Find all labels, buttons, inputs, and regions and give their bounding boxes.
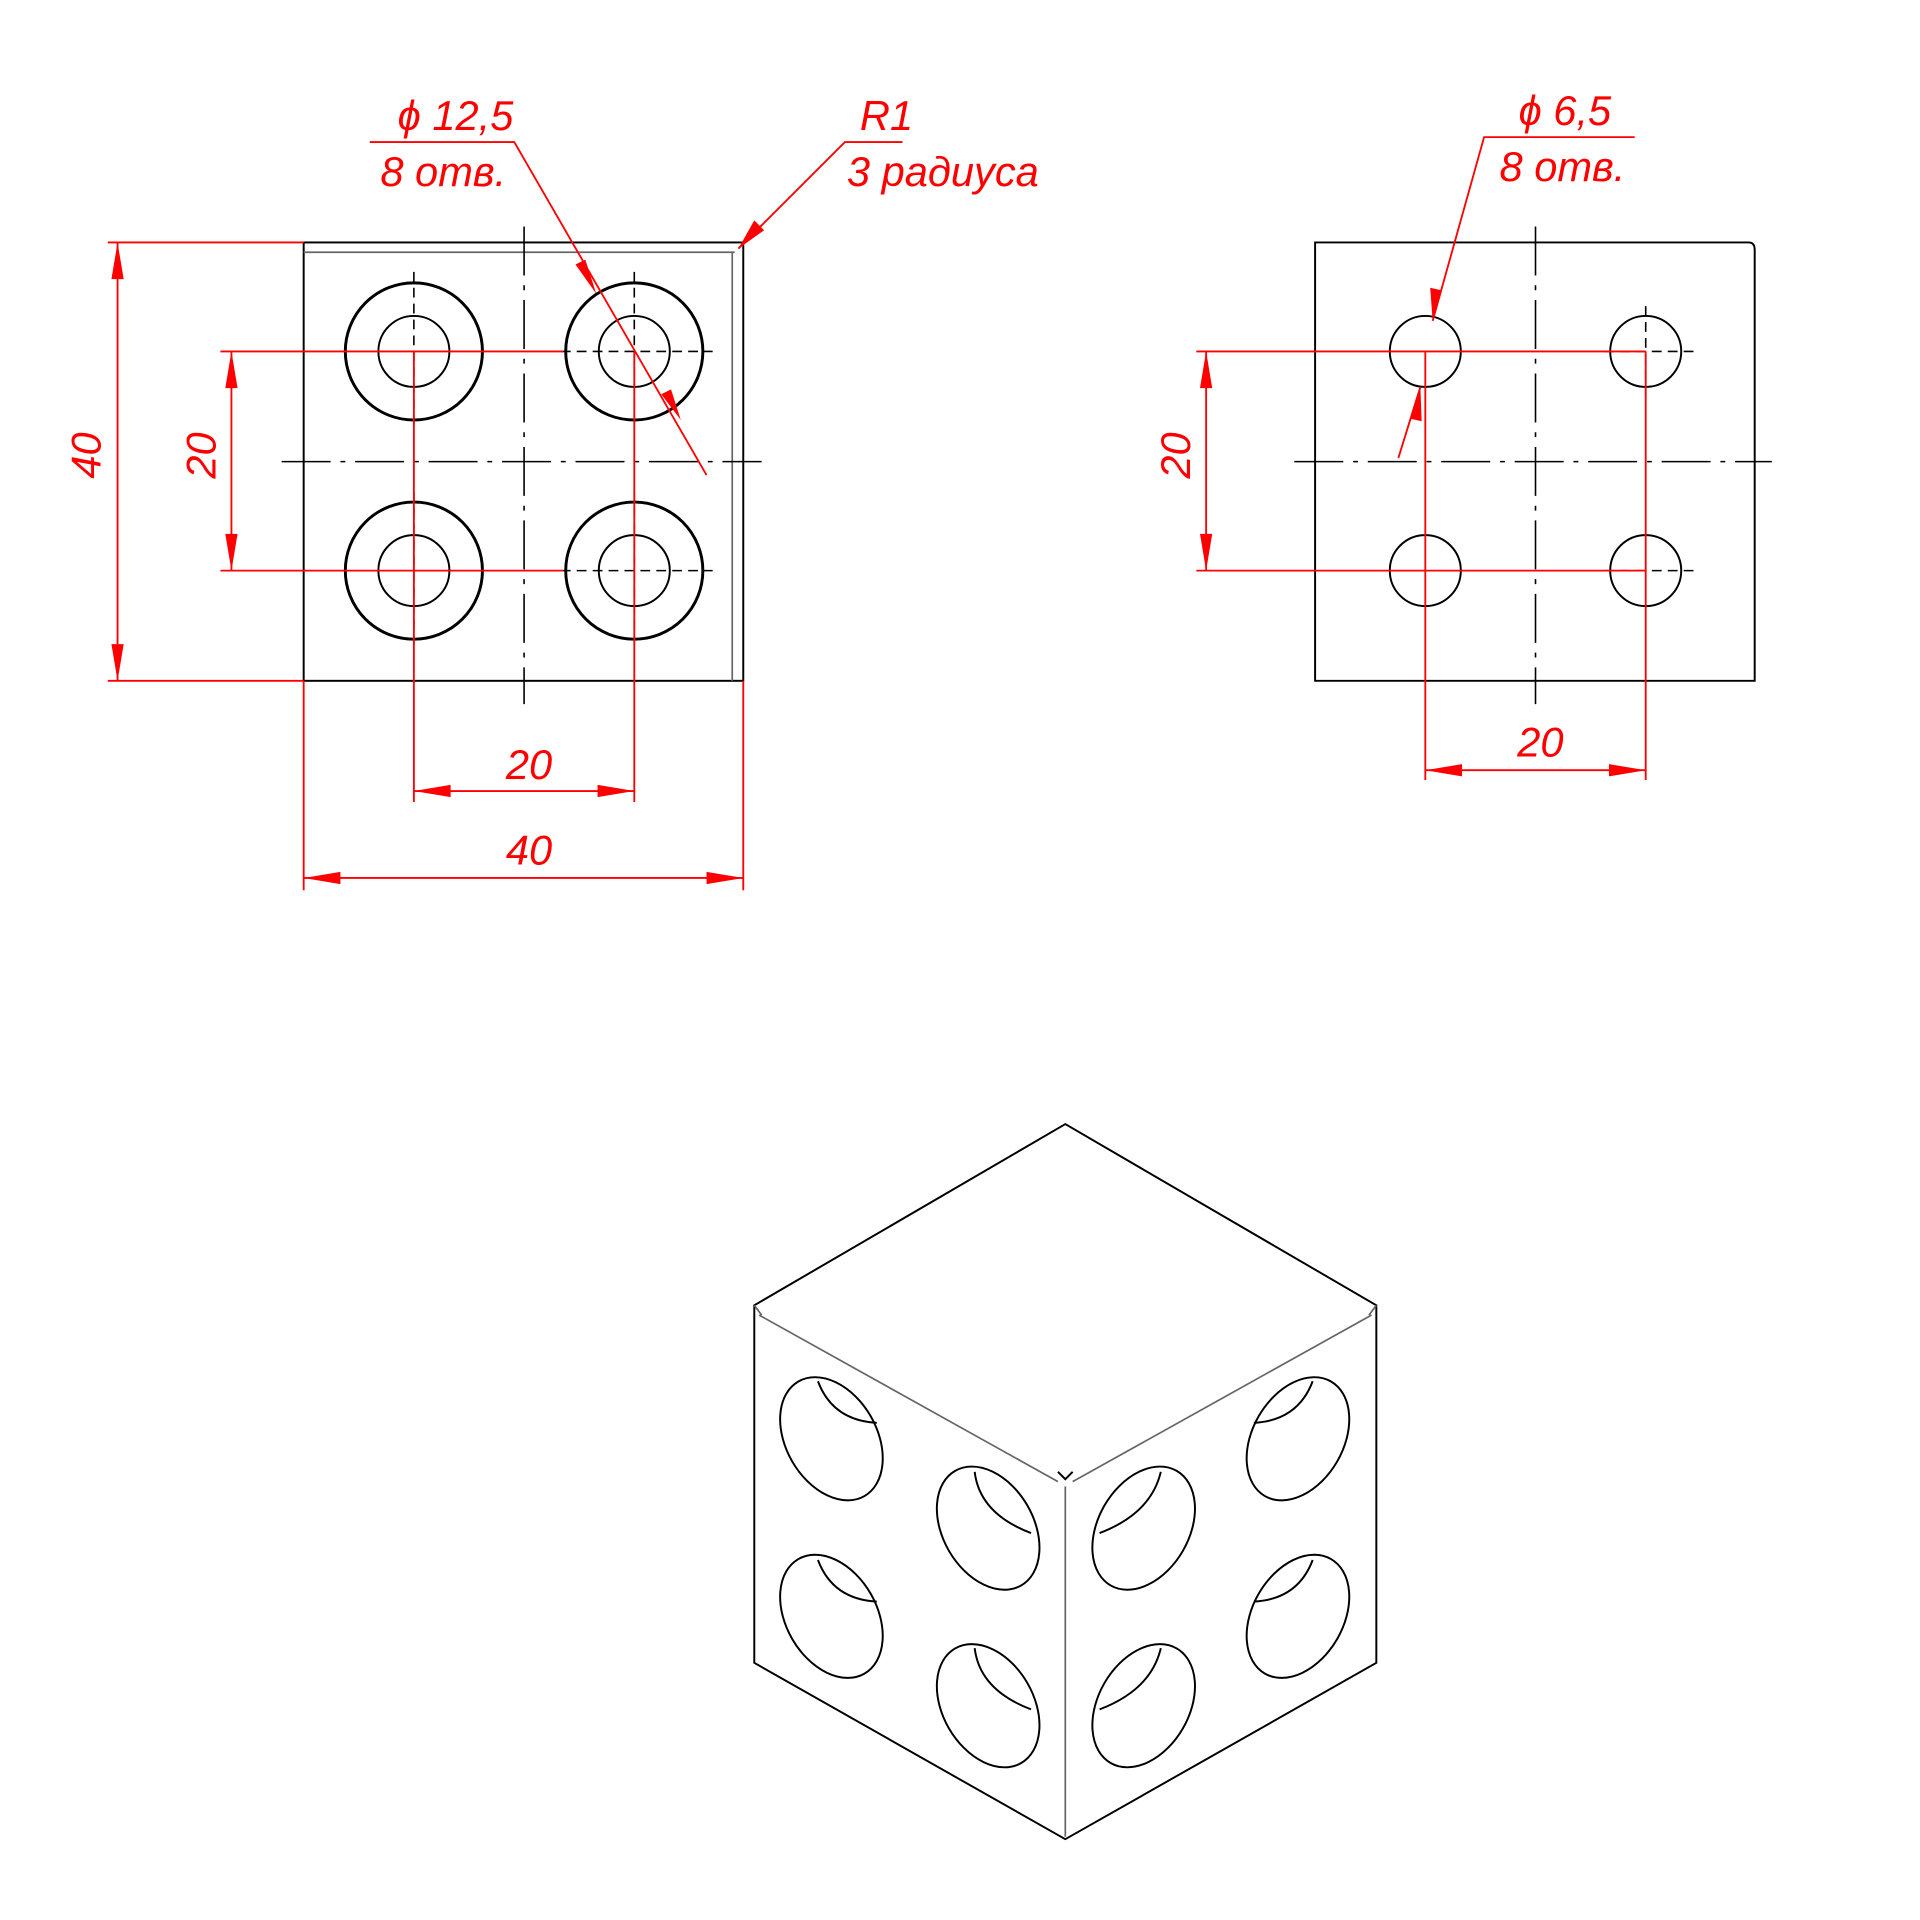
- counterbore-holes: [343, 271, 713, 649]
- hole-count-label: 8 отв.: [380, 148, 506, 195]
- fillet-count-label: 3 радиуса: [847, 148, 1039, 195]
- side-dim-spacing-h: 20: [1516, 719, 1563, 766]
- front-view: 40 20 20 40 ϕ 12,5 8 отв. R1 3 радиуса: [62, 92, 1039, 891]
- hole-diameter-label: ϕ 12,5: [398, 92, 515, 139]
- dim-width-40: 40: [506, 826, 552, 873]
- side-hole-diameter-label: ϕ 6,5: [1519, 87, 1612, 134]
- side-dim-spacing-v: 20: [1152, 432, 1199, 479]
- isometric-view: [753, 1122, 1378, 1841]
- dim-hole-spacing-v: 20: [178, 432, 225, 479]
- fillet-label: R1: [860, 92, 913, 139]
- dim-hole-spacing-h: 20: [505, 741, 552, 788]
- side-view: 20 20 ϕ 6,5 8 отв.: [1152, 87, 1772, 780]
- dim-height-40: 40: [62, 432, 109, 478]
- iso-holes: [779, 1376, 1351, 1769]
- side-hole-count-label: 8 отв.: [1500, 143, 1626, 190]
